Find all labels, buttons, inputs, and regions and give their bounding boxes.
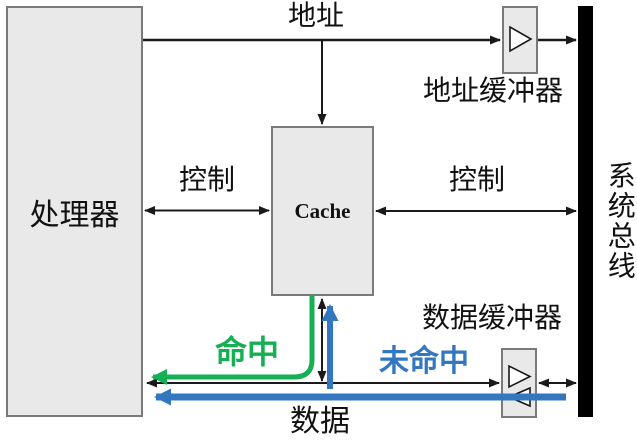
buffer-bidirectional-triangles-icon: [506, 364, 532, 408]
hit-edge-label: 命中: [214, 333, 279, 371]
cache-box: Cache: [271, 126, 374, 296]
system-bus-bar: [578, 6, 593, 417]
address-buffer-box: [502, 6, 538, 74]
data-buffer-box: [501, 348, 537, 418]
buffer-right-triangle-icon: [509, 25, 533, 53]
address-buffer-label: 地址缓冲器: [423, 74, 564, 107]
data-buffer-label: 数据缓冲器: [422, 301, 563, 334]
control-right-edge-label: 控制: [448, 163, 505, 196]
processor-box: 处理器: [6, 6, 143, 417]
system-bus-label: 系统总线: [603, 161, 637, 281]
processor-label: 处理器: [29, 197, 120, 233]
data-edge-label: 数据: [290, 404, 350, 439]
cache-label: Cache: [294, 198, 351, 223]
address-edge-label: 地址: [287, 0, 344, 32]
control-left-edge-label: 控制: [178, 163, 235, 196]
miss-edge-label: 未命中: [379, 344, 469, 379]
